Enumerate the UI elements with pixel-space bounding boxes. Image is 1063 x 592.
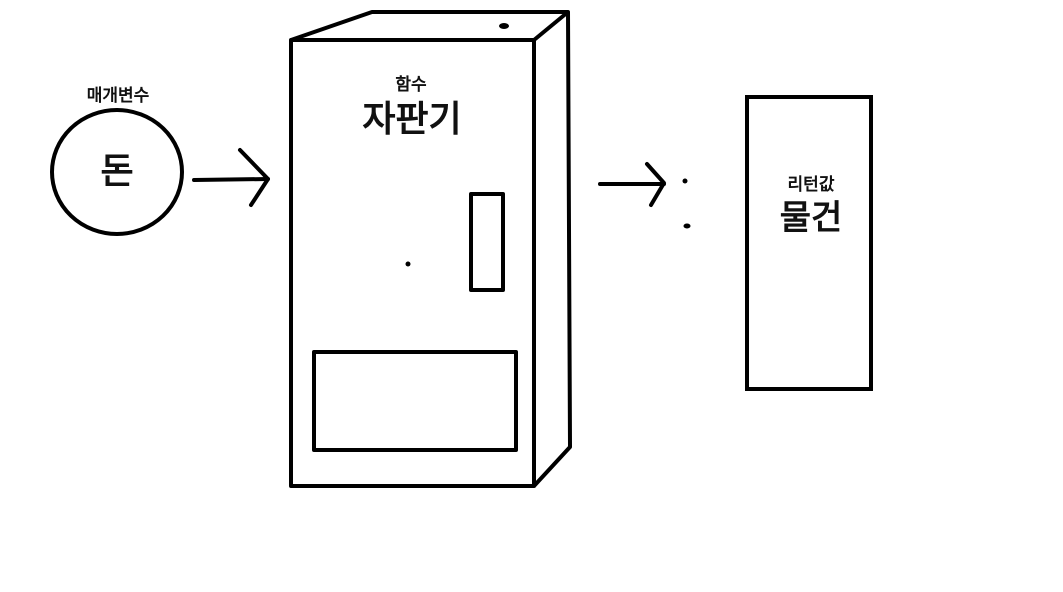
return-value-caption: 리턴값 [788,177,835,194]
colon-dot-top [683,179,688,184]
top-dot [499,23,509,29]
parameter-caption: 매개변수 [87,88,150,105]
function-name: 자판기 [362,102,461,138]
dispenser-tray [314,352,516,450]
return-value-box [747,97,871,389]
coin-slot [471,194,503,290]
vending-machine [291,12,570,486]
colon-dot-bottom [684,224,691,229]
function-caption: 함수 [395,77,426,94]
vending-machine-side [534,12,570,486]
vending-machine-top [291,12,568,40]
output-arrow [600,164,664,205]
parameter-value: 돈 [100,154,133,190]
input-arrow [194,150,268,205]
return-value-item: 물건 [780,201,843,235]
button-dot [406,262,411,267]
